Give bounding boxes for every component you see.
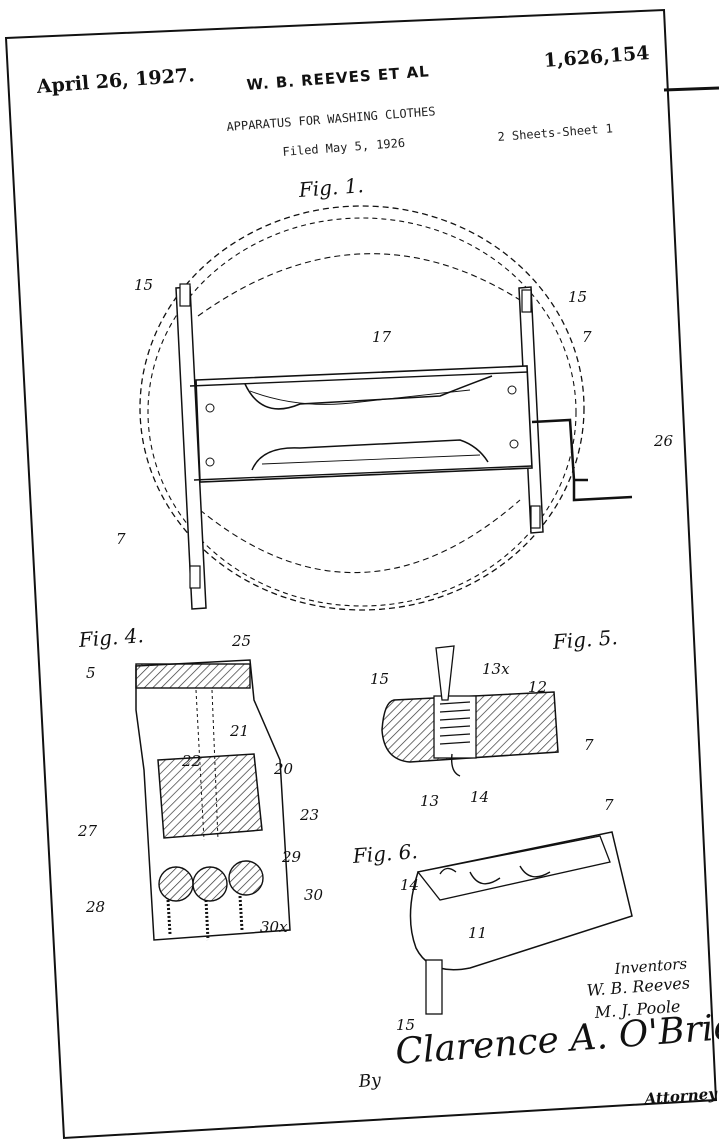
ref-numeral: 13 [420, 792, 440, 810]
ref-numeral: 15 [568, 288, 588, 306]
ref-numeral: 12 [528, 678, 548, 696]
ref-numeral: 20 [274, 760, 294, 778]
figure-1-label: Fig. 1. [298, 173, 365, 202]
ref-numeral: 17 [372, 328, 392, 346]
ref-numeral: 14 [470, 788, 490, 806]
ref-numeral: 11 [468, 924, 488, 942]
ref-numeral: 30 [304, 886, 324, 904]
ref-numeral: 14 [400, 876, 420, 894]
ref-numeral: 7 [116, 530, 126, 548]
ref-numeral: 7 [582, 328, 592, 346]
ref-numeral: 15 [370, 670, 390, 688]
page-edge-rule [663, 86, 719, 92]
ref-numeral: 28 [86, 898, 106, 916]
ref-numeral: 21 [230, 722, 250, 740]
figure-4-label: Fig. 4. [78, 623, 145, 652]
ref-numeral: 30x [260, 918, 288, 936]
figure-5-drawing [381, 645, 559, 777]
ref-numeral: 29 [282, 848, 302, 866]
figure-6-drawing [409, 831, 633, 1015]
ref-numeral: 27 [78, 822, 98, 840]
ref-numeral: 22 [182, 752, 202, 770]
ref-numeral: 15 [396, 1016, 416, 1034]
ref-numeral: 7 [604, 796, 614, 814]
ref-numeral: 7 [584, 736, 594, 754]
ref-numeral: 15 [134, 276, 154, 294]
ref-numeral: 23 [300, 806, 320, 824]
figure-5-label: Fig. 5. [552, 625, 619, 654]
ref-numeral: 5 [86, 664, 96, 682]
figure-4-drawing [135, 659, 291, 941]
ref-numeral: 13x [482, 660, 510, 678]
ref-numeral: 26 [654, 432, 674, 450]
ref-numeral: 25 [232, 632, 252, 650]
figure-1-drawing [139, 205, 633, 611]
figure-6-label: Fig. 6. [352, 839, 419, 868]
by-label: By [358, 1070, 382, 1092]
